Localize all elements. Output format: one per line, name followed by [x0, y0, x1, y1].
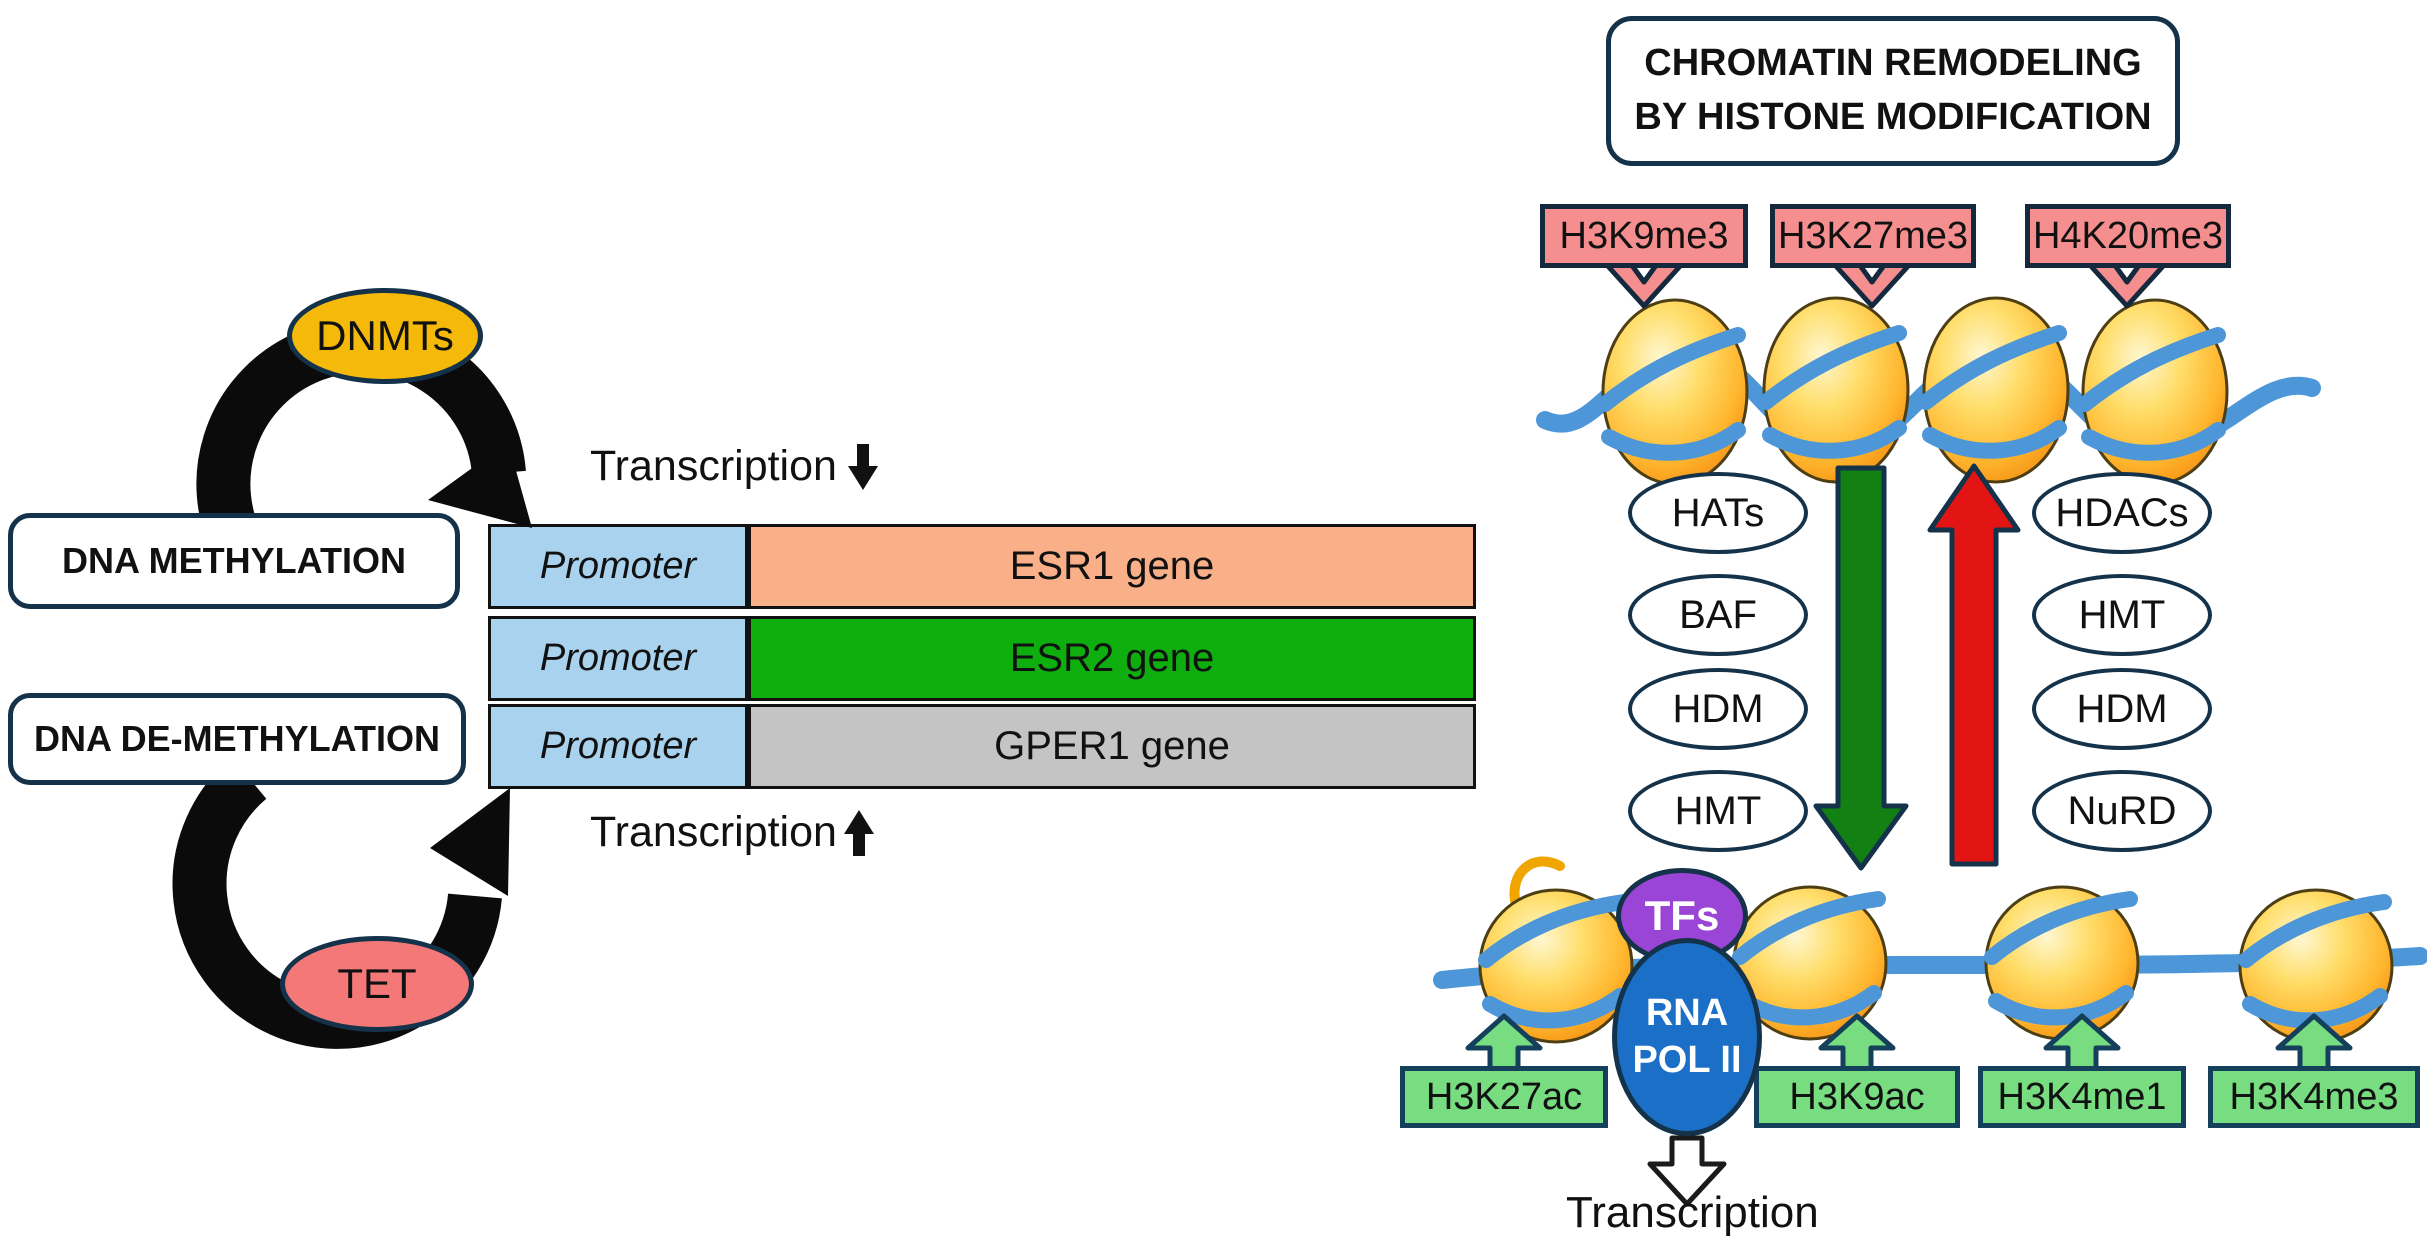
enzyme-hdacs: HDACs — [2032, 472, 2212, 554]
transcription-output-text: Transcription — [1566, 1188, 1819, 1237]
transcription-output-arrow — [1647, 1135, 1727, 1207]
esr1-promoter-box: Promoter — [488, 524, 748, 609]
title-line2: BY HISTONE MODIFICATION — [1634, 96, 2152, 138]
enzyme-baf: BAF — [1628, 574, 1808, 656]
hdm-left-label: HDM — [1672, 686, 1764, 731]
dna-methylation-box: DNA METHYLATION — [8, 513, 460, 609]
mark-h3k27me3: H3K27me3 — [1770, 204, 1976, 268]
h3k9ac-label: H3K9ac — [1789, 1075, 1925, 1118]
promoter-label: Promoter — [539, 637, 697, 679]
mark-h3k4me1: H3K4me1 — [1978, 1066, 2186, 1128]
mark-h4k20me3: H4K20me3 — [2025, 204, 2231, 268]
esr2-gene-label: ESR2 gene — [1009, 636, 1215, 680]
rna-pol-line2: POL II — [1632, 1039, 1742, 1081]
esr1-gene-box: ESR1 gene — [748, 524, 1476, 609]
gper1-gene-box: GPER1 gene — [748, 704, 1476, 789]
nurd-label: NuRD — [2067, 788, 2177, 833]
h3k27me3-label: H3K27me3 — [1777, 214, 1969, 257]
esr2-gene-box: ESR2 gene — [748, 616, 1476, 701]
esr2-gene-row: Promoter ESR2 gene — [488, 616, 1476, 701]
title-line1: CHROMATIN REMODELING — [1644, 42, 2142, 85]
hdm-right-label: HDM — [2076, 686, 2168, 731]
dna-demethylation-box: DNA DE-METHYLATION — [8, 693, 466, 785]
transcription-up-text: Transcription — [590, 808, 837, 856]
heavy-up-arrow-icon — [843, 809, 874, 856]
tet-enzyme-ellipse: TET — [280, 936, 474, 1032]
mark-h3k4me3: H3K4me3 — [2208, 1066, 2420, 1128]
esr1-gene-label: ESR1 gene — [1009, 544, 1215, 588]
hdacs-label: HDACs — [2055, 490, 2189, 535]
gper1-promoter-box: Promoter — [488, 704, 748, 789]
h4k20me3-label: H4K20me3 — [2032, 214, 2224, 257]
esr2-promoter-box: Promoter — [488, 616, 748, 701]
transcription-up-label: Transcription — [590, 808, 875, 857]
transcription-down-label: Transcription — [590, 442, 879, 491]
enzyme-hats: HATs — [1628, 472, 1808, 554]
transcription-down-text: Transcription — [590, 442, 837, 490]
dna-demethylation-label: DNA DE-METHYLATION — [34, 718, 440, 759]
promoter-label: Promoter — [539, 545, 697, 587]
enzyme-hdm-right: HDM — [2032, 668, 2212, 750]
chromatin-remodeling-title-box: CHROMATIN REMODELING BY HISTONE MODIFICA… — [1606, 16, 2180, 166]
enzyme-nurd: NuRD — [2032, 770, 2212, 852]
enzyme-hmt-right: HMT — [2032, 574, 2212, 656]
tet-label: TET — [337, 960, 417, 1007]
gper1-gene-row: Promoter GPER1 gene — [488, 704, 1476, 789]
heavy-down-arrow-icon — [847, 443, 878, 490]
h3k4me3-label: H3K4me3 — [2229, 1075, 2399, 1118]
opening-arrow-red-up — [1927, 463, 2021, 867]
tfs-label: TFs — [1644, 892, 1720, 939]
promoter-label: Promoter — [539, 725, 697, 767]
enzyme-hmt-left: HMT — [1628, 770, 1808, 852]
condensation-arrow-green-down — [1813, 465, 1909, 871]
mark-h3k27ac: H3K27ac — [1400, 1066, 1608, 1128]
h3k27ac-label: H3K27ac — [1425, 1075, 1583, 1118]
histone-tail-curl — [1509, 856, 1565, 910]
open-chromatin — [1433, 856, 2427, 1044]
rna-pol-line1: RNA — [1645, 991, 1729, 1034]
hats-label: HATs — [1671, 490, 1765, 535]
enzyme-hdm-left: HDM — [1628, 668, 1808, 750]
baf-label: BAF — [1679, 592, 1757, 637]
condensed-chromatin — [1536, 296, 2321, 486]
h3k4me1-label: H3K4me1 — [1997, 1075, 2167, 1118]
transcription-output-label: Transcription — [1566, 1188, 1819, 1238]
dnmts-label: DNMTs — [316, 312, 454, 359]
hmt-right-label: HMT — [2078, 592, 2166, 637]
mark-h3k9ac: H3K9ac — [1754, 1066, 1960, 1128]
hmt-left-label: HMT — [1674, 788, 1762, 833]
gper1-gene-label: GPER1 gene — [994, 724, 1230, 768]
h3k9me3-label: H3K9me3 — [1559, 214, 1729, 257]
tfs-ellipse: TFs — [1616, 868, 1748, 964]
esr1-gene-row: Promoter ESR1 gene — [488, 524, 1476, 609]
repressive-mark-arrows — [1603, 261, 2168, 309]
rna-pol-ii-ellipse: RNA POL II — [1612, 938, 1762, 1136]
dna-wrap-bands-top — [1597, 325, 2226, 461]
dnmts-enzyme-ellipse: DNMTs — [287, 288, 483, 384]
dna-methylation-label: DNA METHYLATION — [62, 540, 406, 581]
mark-h3k9me3: H3K9me3 — [1540, 204, 1748, 268]
